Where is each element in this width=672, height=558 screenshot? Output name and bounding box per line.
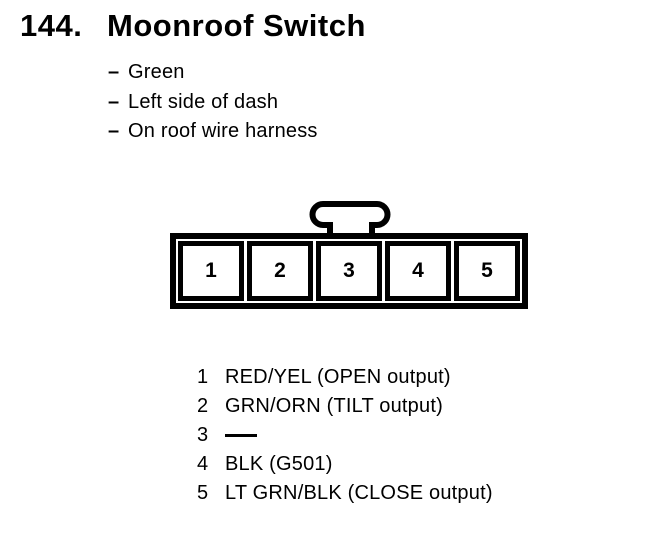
dash-bullet: –: [108, 90, 120, 113]
no-connection-dash: [225, 434, 257, 437]
connector-cavity: 1: [178, 241, 244, 301]
wire-label: GRN/ORN (TILT output): [225, 395, 443, 417]
pinout-row: 1 RED/YEL (OPEN output): [197, 363, 493, 392]
note-item: –Left side of dash: [108, 88, 318, 118]
note-text: On roof wire harness: [128, 120, 318, 142]
cavity-number: 4: [412, 259, 424, 282]
connector-cavity: 4: [385, 241, 451, 301]
pinout-row: 2 GRN/ORN (TILT output): [197, 392, 493, 421]
pinout-row: 4 BLK (G501): [197, 450, 493, 479]
item-number: 144.: [20, 8, 83, 43]
note-text: Green: [128, 61, 185, 83]
pin-number: 4: [197, 453, 209, 475]
connector-cavity: 3: [316, 241, 382, 301]
note-item: –Green: [108, 58, 318, 88]
pin-number: 2: [197, 395, 209, 417]
pin-number: 5: [197, 482, 209, 504]
wire-label: RED/YEL (OPEN output): [225, 366, 451, 388]
connector-cavity: 5: [454, 241, 520, 301]
connector-latch-icon: [309, 201, 391, 240]
pinout-list: 1 RED/YEL (OPEN output) 2 GRN/ORN (TILT out…: [197, 363, 493, 508]
connector-notes: –Green–Left side of dash–On roof wire ha…: [108, 58, 318, 147]
dash-bullet: –: [108, 120, 120, 142]
pin-number: 3: [197, 424, 209, 446]
pinout-row: 3: [197, 421, 493, 450]
connector-diagram: 1 2 3 4 5: [170, 233, 528, 309]
page-title: 144. Moonroof Switch: [20, 8, 366, 44]
note-text: Left side of dash: [128, 90, 279, 113]
cavity-number: 1: [205, 259, 217, 282]
dash-bullet: –: [108, 61, 120, 83]
cavity-number: 5: [481, 259, 493, 282]
note-item: –On roof wire harness: [108, 117, 318, 147]
cavity-number: 3: [343, 259, 355, 282]
cavity-number: 2: [274, 259, 286, 282]
pinout-row: 5 LT GRN/BLK (CLOSE output): [197, 479, 493, 508]
connector-cavity: 2: [247, 241, 313, 301]
wire-label: BLK (G501): [225, 453, 333, 475]
title-text: Moonroof Switch: [107, 8, 366, 43]
wire-label: LT GRN/BLK (CLOSE output): [225, 482, 493, 504]
pin-number: 1: [197, 366, 209, 388]
